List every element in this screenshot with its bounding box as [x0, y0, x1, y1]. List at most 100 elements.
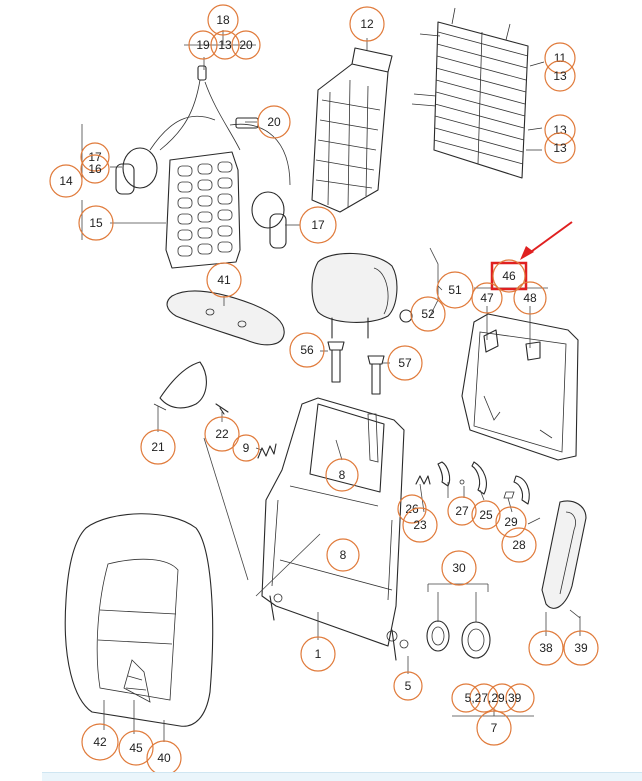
callout-51: 51 — [436, 271, 474, 309]
callout-9: 9 — [232, 434, 260, 462]
callout-circle — [505, 683, 535, 713]
callout-8: 8 — [325, 458, 359, 492]
side-bolster — [541, 500, 587, 619]
callout-label: 20 — [267, 115, 281, 129]
callout-label: 16 — [88, 162, 102, 176]
callout-circle — [300, 636, 336, 672]
callout-7: 7 — [476, 710, 512, 746]
callout-label: 52 — [421, 307, 435, 321]
callout-label: 47 — [480, 291, 494, 305]
callout-circle — [49, 164, 83, 198]
callout-22: 22 — [204, 416, 240, 452]
callout-circle — [451, 683, 481, 713]
callout-46: 46 — [492, 259, 526, 293]
callout-label: 46 — [502, 269, 516, 283]
callout-circle — [393, 671, 423, 701]
callout-circle — [436, 271, 474, 309]
callout-30: 30 — [441, 550, 477, 586]
callout-38: 38 — [528, 630, 564, 666]
callout-circle — [80, 154, 110, 184]
callout-label: 30 — [452, 561, 466, 575]
lumbar-pump-left — [115, 147, 158, 195]
callout-42: 42 — [81, 723, 119, 761]
callout-circle — [232, 434, 260, 462]
spring-panel — [411, 7, 545, 179]
callout-47: 47 — [471, 282, 503, 314]
callout-circle — [528, 630, 564, 666]
callout-circle — [349, 6, 385, 42]
callout-label: 7 — [491, 721, 498, 735]
seat-cover — [64, 513, 214, 727]
callout-label: 29 — [504, 515, 518, 529]
callout-8: 8 — [326, 538, 360, 572]
callout-label: 25 — [479, 508, 493, 522]
wire-frame — [311, 47, 393, 213]
callout-label: 13 — [553, 69, 567, 83]
callout-label: 22 — [215, 427, 229, 441]
callout-5: 5 — [393, 671, 423, 701]
callout-28: 28 — [501, 527, 537, 563]
callout-label: 45 — [129, 741, 143, 755]
callout-circle — [81, 723, 119, 761]
callout-39: 39 — [563, 630, 599, 666]
callout-label: 51 — [448, 283, 462, 297]
callout-57: 57 — [387, 345, 423, 381]
callout-circle — [206, 262, 242, 298]
callout-circle — [492, 259, 526, 293]
callout-label: 1 — [315, 647, 322, 661]
callout-circle — [513, 281, 547, 315]
recliner-parts — [415, 461, 530, 505]
callout-41: 41 — [206, 262, 242, 298]
headrest-guides — [327, 341, 385, 395]
callout-circle — [487, 683, 517, 713]
callout-circle — [410, 296, 446, 332]
callout-label: 40 — [157, 751, 171, 765]
callout-circle — [469, 683, 499, 713]
callout-label: 38 — [539, 641, 553, 655]
callout-circle — [402, 507, 438, 543]
callout-label: 17 — [88, 150, 102, 164]
callout-label: 56 — [300, 343, 314, 357]
callout-label: 21 — [151, 440, 165, 454]
spring-9 — [257, 443, 277, 459]
callout-circle — [80, 142, 110, 172]
callout-20: 20 — [257, 105, 291, 139]
callout-circle — [471, 500, 501, 530]
callout-circle — [289, 332, 325, 368]
callout-circle — [495, 506, 527, 538]
callout-45: 45 — [118, 730, 154, 766]
callout-label: 8 — [340, 548, 347, 562]
callout-circle — [544, 114, 576, 146]
callout-label: 27 — [455, 504, 469, 518]
gear-set — [426, 583, 491, 659]
callout-27: 27 — [447, 496, 477, 526]
callout-label: 23 — [413, 518, 427, 532]
small-bolt-22 — [215, 403, 229, 415]
callout-label: 9 — [243, 441, 250, 455]
callout-13: 13 — [544, 60, 576, 92]
callout-circle — [544, 132, 576, 164]
callout-12: 12 — [349, 6, 385, 42]
callout-label: 19 — [196, 38, 210, 52]
backrest-panel — [461, 313, 579, 461]
callout-1: 1 — [300, 636, 336, 672]
callout-circle — [210, 30, 240, 60]
callout-label: 39 — [574, 641, 588, 655]
callout-label: 13 — [553, 141, 567, 155]
callout-circle — [188, 30, 218, 60]
callout-circle — [231, 30, 261, 60]
highlight-marker — [490, 221, 573, 291]
callout-label: 28 — [512, 538, 526, 552]
callout-circle — [387, 345, 423, 381]
seat-frame — [261, 397, 409, 661]
callout-label: 13 — [218, 38, 232, 52]
callout-40: 40 — [146, 740, 182, 776]
highlight-box — [490, 261, 528, 291]
callout-circle — [207, 4, 239, 36]
callout-16: 16 — [80, 154, 110, 184]
callout-circle — [118, 730, 154, 766]
headrest — [311, 252, 413, 339]
highlight-arrow — [527, 221, 573, 255]
